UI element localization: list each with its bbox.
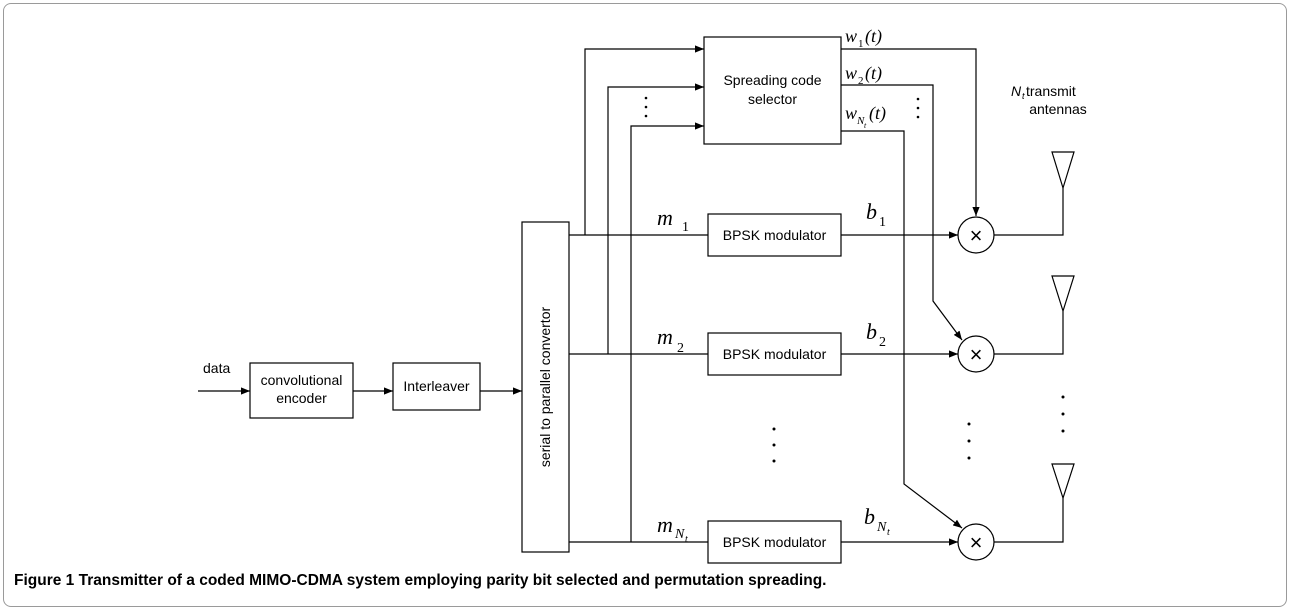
m1-label: m 1 <box>657 205 689 235</box>
b2-label: b 2 <box>866 319 886 350</box>
svg-text:N: N <box>674 527 685 542</box>
svg-text:antennas: antennas <box>1029 101 1087 117</box>
multiplier-1: × <box>957 216 995 254</box>
bpsk-modulator-n: BPSK modulator <box>707 520 842 564</box>
svg-text:w: w <box>845 103 857 123</box>
svg-text:BPSK modulator: BPSK modulator <box>723 346 827 362</box>
svg-text:2: 2 <box>858 75 864 87</box>
svg-text:t: t <box>864 121 867 130</box>
mN-label: m N t <box>657 512 688 545</box>
bpsk-modulator-2: BPSK modulator <box>707 332 842 376</box>
svg-text:×: × <box>970 223 983 248</box>
svg-text:×: × <box>970 530 983 555</box>
svg-text:t: t <box>887 527 890 538</box>
feed-path-1 <box>584 45 704 235</box>
antenna-ellipsis <box>1061 395 1065 433</box>
serial-to-parallel-block: serial to parallel convertor <box>521 221 570 553</box>
w2-path <box>841 84 963 341</box>
caption-text: Transmitter of a coded MIMO-CDMA system … <box>78 572 827 589</box>
interleaver-label: Interleaver <box>403 378 469 394</box>
w1-label: w 1 (t) <box>845 26 882 50</box>
svg-text:t: t <box>1022 91 1025 101</box>
data-label: data <box>203 360 230 376</box>
svg-text:(t): (t) <box>865 63 882 84</box>
svg-text:b: b <box>866 199 877 224</box>
spreading-output-ellipsis <box>916 97 920 119</box>
b1-label: b 1 <box>866 199 886 230</box>
svg-text:2: 2 <box>879 335 886 350</box>
svg-text:1: 1 <box>879 215 886 230</box>
w2-label: w 2 (t) <box>845 63 882 87</box>
feed-path-2 <box>607 83 704 354</box>
svg-text:(t): (t) <box>865 26 882 47</box>
svg-text:1: 1 <box>682 220 689 235</box>
svg-text:N: N <box>876 520 887 535</box>
spreading-label-line1: Spreading code <box>723 72 821 88</box>
sp-label: serial to parallel convertor <box>537 307 553 468</box>
antenna-icon-n <box>1051 463 1075 500</box>
svg-text:2: 2 <box>677 341 684 356</box>
antenna-feed-1 <box>994 188 1064 236</box>
encoder-label-line2: encoder <box>276 390 327 406</box>
svg-text:BPSK modulator: BPSK modulator <box>723 227 827 243</box>
svg-text:transmit: transmit <box>1026 83 1076 99</box>
feed-ellipsis <box>644 96 648 118</box>
svg-text:BPSK modulator: BPSK modulator <box>723 534 827 550</box>
antenna-icon-1 <box>1051 151 1075 191</box>
svg-text:m: m <box>657 324 673 349</box>
svg-text:w: w <box>845 26 857 46</box>
convolutional-encoder-block: convolutional encoder <box>249 362 354 419</box>
multiplier-n: × <box>957 523 995 561</box>
svg-text:b: b <box>864 504 875 529</box>
w1-path <box>841 48 980 216</box>
svg-text:(t): (t) <box>869 103 886 124</box>
bpsk-ellipsis <box>772 427 776 463</box>
bN-label: b N t <box>864 504 890 538</box>
encoder-label-line1: convolutional <box>261 372 343 388</box>
svg-text:m: m <box>657 512 673 537</box>
multiplier-2: × <box>957 335 995 373</box>
svg-text:×: × <box>970 342 983 367</box>
figure-frame <box>3 3 1287 607</box>
spreading-label-line2: selector <box>748 91 797 107</box>
svg-text:N: N <box>1011 83 1022 99</box>
wN-path <box>841 130 963 529</box>
interleaver-block: Interleaver <box>392 362 481 411</box>
caption-label: Figure 1 <box>14 572 75 589</box>
wN-label: w N t (t) <box>845 103 886 130</box>
antenna-feed-2 <box>994 311 1064 355</box>
antenna-icon-2 <box>1051 275 1075 314</box>
m2-label: m 2 <box>657 324 684 356</box>
svg-text:t: t <box>685 534 688 545</box>
svg-text:1: 1 <box>858 38 864 50</box>
feed-path-n <box>630 122 704 542</box>
spreading-code-selector-block: Spreading code selector <box>703 36 842 145</box>
svg-text:m: m <box>657 205 673 230</box>
antennas-label: N t transmit antennas <box>1011 83 1087 117</box>
multiplier-ellipsis <box>967 422 971 460</box>
svg-text:N: N <box>856 115 865 127</box>
antenna-feed-n <box>994 498 1064 543</box>
svg-text:b: b <box>866 319 877 344</box>
svg-text:w: w <box>845 63 857 83</box>
bpsk-modulator-1: BPSK modulator <box>707 213 842 257</box>
figure-caption: Figure 1 Transmitter of a coded MIMO-CDM… <box>14 572 1274 590</box>
